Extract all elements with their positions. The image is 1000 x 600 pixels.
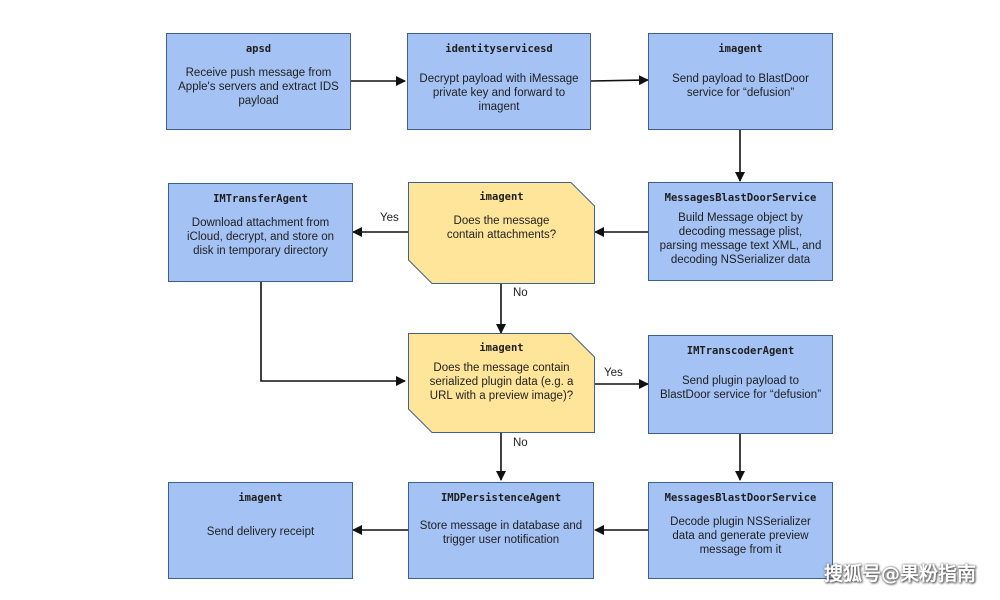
edge-label-plugin-no: No xyxy=(513,437,528,449)
arrow-transfer-to-plugin xyxy=(260,282,406,386)
arrow-identityservicesd-to-imagent xyxy=(590,75,649,86)
node-imagent-plugin-decision: imagent Does the message contain seriali… xyxy=(408,333,595,433)
node-imagent-attach-decision: imagent Does the message contain attachm… xyxy=(408,182,595,284)
node-title: MessagesBlastDoorService xyxy=(664,492,817,504)
decision-shape xyxy=(408,182,595,284)
node-title: IMDPersistenceAgent xyxy=(440,492,562,504)
node-title: IMTransferAgent xyxy=(213,193,308,205)
node-text: Does the message contain serialized plug… xyxy=(429,362,574,402)
edge-label-attach-yes: Yes xyxy=(380,212,399,224)
node-imagent-send: imagent Send payload to BlastDoor servic… xyxy=(648,33,833,130)
node-text: Decrypt payload with iMessage private ke… xyxy=(419,73,579,113)
node-title: apsd xyxy=(245,43,272,55)
watermark: 搜狐号@果粉指南 xyxy=(823,563,976,585)
node-text: Build Message object by decoding message… xyxy=(659,212,822,266)
node-title: imagent xyxy=(479,191,524,203)
node-imdpersistenceagent: IMDPersistenceAgent Store message in dat… xyxy=(408,482,594,579)
node-imtransferagent: IMTransferAgent Download attachment from… xyxy=(168,183,353,282)
node-title: imagent xyxy=(479,342,524,354)
node-text: Store message in database and trigger us… xyxy=(419,520,583,546)
node-title: IMTranscoderAgent xyxy=(686,345,795,357)
node-identityservicesd: identityservicesd Decrypt payload with i… xyxy=(407,33,591,130)
node-text: Send delivery receipt xyxy=(206,526,315,538)
node-blastdoor-decode: MessagesBlastDoorService Decode plugin N… xyxy=(648,482,833,579)
node-text: Does the message contain attachments? xyxy=(446,215,557,241)
node-text: Send payload to BlastDoor service for “d… xyxy=(672,73,809,99)
decision-shape xyxy=(408,333,595,433)
node-title: identityservicesd xyxy=(445,43,553,55)
node-text: Send plugin payload to BlastDoor service… xyxy=(659,375,822,401)
node-blastdoor-build: MessagesBlastDoorService Build Message o… xyxy=(648,182,833,281)
node-title: imagent xyxy=(718,43,763,55)
edge-label-attach-no: No xyxy=(513,287,528,299)
edge-label-plugin-yes: Yes xyxy=(604,367,623,379)
node-imtranscoderagent: IMTranscoderAgent Send plugin payload to… xyxy=(648,335,833,434)
node-title: imagent xyxy=(238,492,283,504)
node-imagent-receipt: imagent Send delivery receipt xyxy=(168,482,353,579)
node-text: Download attachment from iCloud, decrypt… xyxy=(186,217,335,257)
node-text: Receive push message from Apple's server… xyxy=(178,67,339,107)
node-text: Decode plugin NSSerializer data and gene… xyxy=(670,516,811,556)
node-apsd: apsd Receive push message from Apple's s… xyxy=(166,33,351,130)
node-title: MessagesBlastDoorService xyxy=(664,192,817,204)
